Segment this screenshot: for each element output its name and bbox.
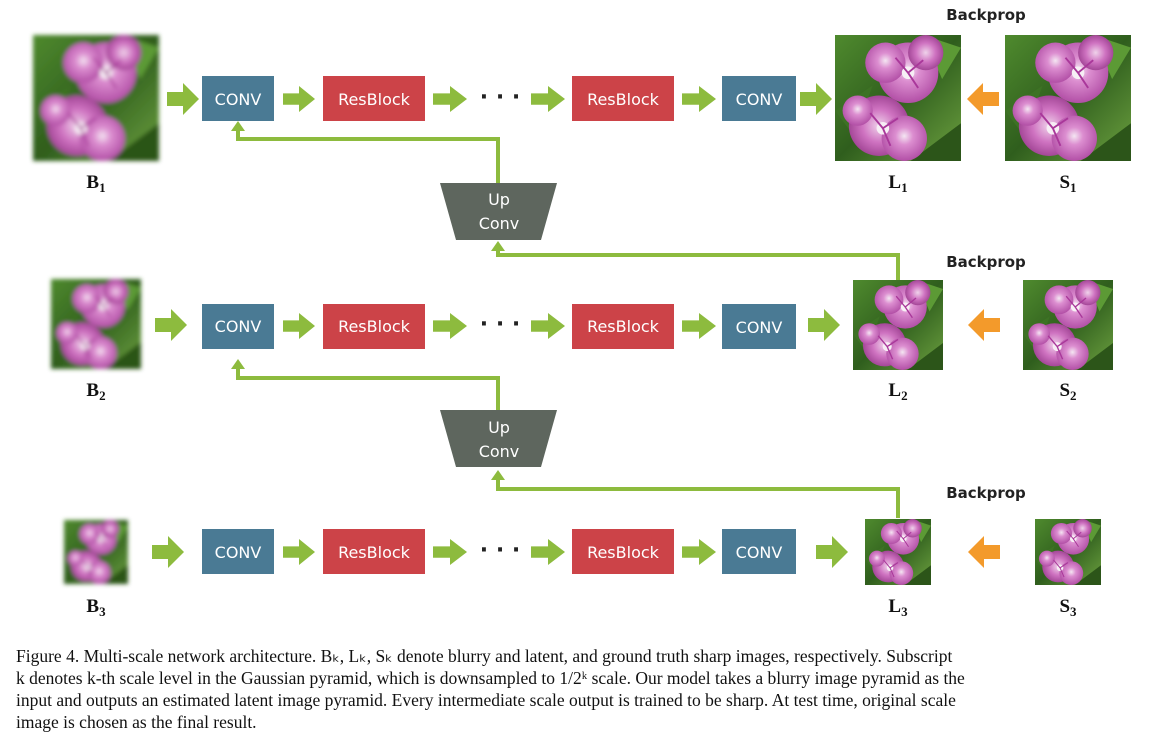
forward-arrow [283,539,315,565]
forward-arrow [155,309,187,341]
upconv-block-2: Up Conv [440,410,557,467]
caption-line: input and outputs an estimated latent im… [16,690,956,710]
forward-arrow [682,313,716,339]
resblock-b: ResBlock [572,76,674,121]
forward-arrow [531,313,565,339]
resblock-a: ResBlock [323,529,425,574]
caption-line: k denotes k-th scale level in the Gaussi… [16,668,965,688]
latent-image-l2 [853,280,943,370]
scale-row-1: B1 CONV ResBlock · · · ResBlock CONV L1 … [33,6,1131,195]
forward-arrow [283,86,315,112]
resblock-a: ResBlock [323,76,425,121]
ellipsis: · · · [480,538,520,563]
forward-arrow [283,313,315,339]
sharp-image-s2 [1023,280,1113,370]
forward-arrow [682,86,716,112]
svg-text:ResBlock: ResBlock [338,90,411,109]
ellipsis: · · · [480,85,520,110]
backprop-arrow [968,309,1000,341]
svg-text:Up: Up [488,190,510,209]
forward-arrow [433,539,467,565]
svg-text:Conv: Conv [479,214,520,233]
latent-image-l3 [865,519,931,585]
scale-row-2: B2 CONV ResBlock · · · ResBlock CONV L2 … [51,253,1113,403]
backprop-label: Backprop [946,6,1026,24]
backprop-arrow [967,83,999,115]
forward-arrow [682,539,716,565]
caption-line: image is chosen as the final result. [16,712,257,732]
forward-arrow [531,539,565,565]
conv-in-block: CONV [202,304,274,349]
ellipsis: · · · [480,312,520,337]
upconv-connection-1 [231,121,900,280]
blurry-image-b3 [64,520,128,584]
conv-in-block: CONV [202,529,274,574]
sharp-image-s3 [1035,519,1101,585]
label-s1: S1 [1059,172,1076,195]
forward-arrow [433,86,467,112]
label-s2: S2 [1059,380,1076,403]
forward-arrow [167,83,199,115]
conv-out-block: CONV [722,76,796,121]
latent-image-l1 [835,35,961,161]
svg-text:ResBlock: ResBlock [587,90,660,109]
forward-arrow [800,83,832,115]
label-b3: B3 [86,596,106,619]
forward-arrow [433,313,467,339]
label-l3: L3 [888,596,908,619]
backprop-label: Backprop [946,253,1026,271]
svg-text:ResBlock: ResBlock [587,543,660,562]
forward-arrow [816,536,848,568]
scale-row-3: B3 CONV ResBlock · · · ResBlock CONV L3 … [64,484,1101,619]
svg-text:CONV: CONV [215,317,262,336]
caption-line: Figure 4. Multi-scale network architectu… [16,646,953,666]
backprop-label: Backprop [946,484,1026,502]
sharp-image-s1 [1005,35,1131,161]
label-s3: S3 [1059,596,1077,619]
svg-text:CONV: CONV [736,318,783,337]
conv-out-block: CONV [722,529,796,574]
svg-text:CONV: CONV [736,543,783,562]
label-b2: B2 [86,380,105,403]
blurry-image-b1 [33,35,159,161]
label-l1: L1 [888,172,907,195]
svg-text:Up: Up [488,418,510,437]
svg-text:CONV: CONV [215,543,262,562]
svg-text:ResBlock: ResBlock [587,317,660,336]
svg-text:ResBlock: ResBlock [338,317,411,336]
label-l2: L2 [888,380,907,403]
svg-text:CONV: CONV [736,90,783,109]
upconv-connection-2 [231,359,900,518]
svg-text:CONV: CONV [215,90,262,109]
figure-caption: Figure 4. Multi-scale network architectu… [16,645,1146,733]
svg-text:ResBlock: ResBlock [338,543,411,562]
forward-arrow [152,536,184,568]
architecture-diagram: B1 CONV ResBlock · · · ResBlock CONV L1 … [33,6,1131,619]
blurry-image-b2 [51,279,141,369]
conv-out-block: CONV [722,304,796,349]
svg-text:Conv: Conv [479,442,520,461]
forward-arrow [808,309,840,341]
label-b1: B1 [86,172,105,195]
upconv-block-1: Up Conv [440,183,557,240]
backprop-arrow [968,536,1000,568]
resblock-b: ResBlock [572,529,674,574]
forward-arrow [531,86,565,112]
resblock-a: ResBlock [323,304,425,349]
resblock-b: ResBlock [572,304,674,349]
conv-in-block: CONV [202,76,274,121]
